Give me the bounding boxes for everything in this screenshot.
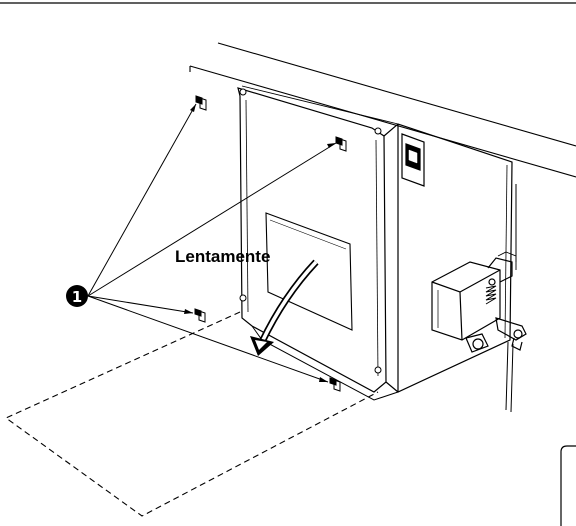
screw-top-left xyxy=(195,95,207,111)
screw-top-right xyxy=(335,136,347,152)
callout-marker: 1 xyxy=(66,285,88,307)
power-switch xyxy=(401,133,425,187)
callout-leader-lines xyxy=(87,103,337,383)
screw-bottom-left xyxy=(194,308,206,323)
lowered-cover-outline xyxy=(4,311,379,517)
callout-marker-number: 1 xyxy=(72,288,82,306)
motor-unit xyxy=(431,184,527,413)
side-panel-edge xyxy=(560,445,576,526)
slow-open-arrow xyxy=(250,259,319,356)
cover-window xyxy=(265,212,353,331)
box-side xyxy=(383,123,513,393)
table-top xyxy=(189,42,576,178)
leader-arrowheads xyxy=(184,104,336,382)
screw-holes xyxy=(239,88,382,374)
screw-bottom-right xyxy=(329,377,341,392)
instruction-label: Lentamente xyxy=(175,247,270,266)
control-box xyxy=(237,85,513,401)
